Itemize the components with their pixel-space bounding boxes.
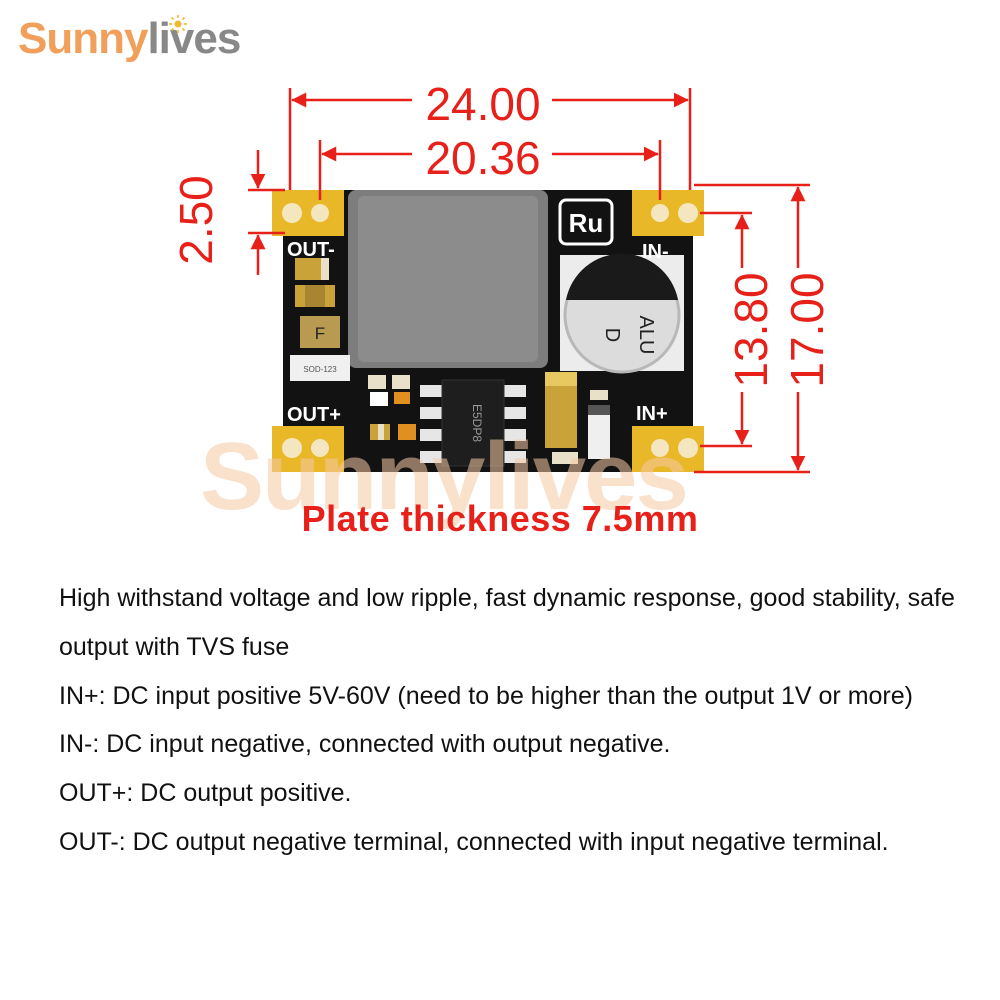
dim-pad-offset-value: 2.50 <box>170 175 222 265</box>
dim-pad-vertical-span <box>700 211 752 448</box>
ru-logo: Ru <box>569 208 604 238</box>
logo-text-part2: lives <box>147 14 241 63</box>
description-line: OUT+: DC output positive. <box>59 779 352 808</box>
label-in-plus: IN+ <box>636 403 668 425</box>
dim-pad-vertical-span-value: 13.80 <box>725 272 777 387</box>
description-line: High withstand voltage and low ripple, f… <box>59 584 955 661</box>
label-in-minus: IN- <box>642 241 669 263</box>
description-line: IN+: DC input positive 5V-60V (need to b… <box>59 681 913 710</box>
dim-overall-width-value: 24.00 <box>425 78 540 130</box>
description: High withstand voltage and low ripple, f… <box>59 574 979 867</box>
resistor <box>295 258 321 280</box>
tvs-diode <box>290 355 350 381</box>
label-out-minus: OUT- <box>287 239 335 261</box>
pad-in-plus <box>632 426 704 472</box>
logo-text-part1: Sunny <box>18 14 148 63</box>
dim-pad-span <box>318 140 662 200</box>
ru-logo-box <box>558 198 614 246</box>
dim-overall-height <box>694 183 810 474</box>
dim-overall-width <box>288 88 692 190</box>
cap-text-d: D <box>601 328 623 342</box>
dim-overall-height-value: 17.00 <box>781 272 833 387</box>
fuse-label: F <box>315 324 325 343</box>
label-out-plus: OUT+ <box>287 404 341 426</box>
board-diagram: F SOD-123 E5DP8 Ru ALU D OUT- OUT+ IN- I… <box>170 78 833 474</box>
description-line: IN-: DC input negative, connected with o… <box>59 730 671 759</box>
dim-pad-span-value: 20.36 <box>425 132 540 184</box>
pad-out-minus <box>272 190 344 236</box>
regulator-chip: E5DP8 <box>420 379 526 467</box>
brand-logo: Sunnylives <box>18 14 241 64</box>
diode-right <box>588 405 610 459</box>
plate-thickness-note: Plate thickness 7.5mm <box>301 498 699 539</box>
description-line: OUT-: DC output negative terminal, conne… <box>59 827 889 856</box>
diode-label: SOD-123 <box>303 365 337 374</box>
watermark: Sunnylives <box>200 423 689 530</box>
cap-text-alu: ALU <box>635 316 657 355</box>
chip-label: E5DP8 <box>470 404 484 442</box>
sun-icon <box>169 15 187 33</box>
dim-pad-offset <box>248 150 285 275</box>
fuse-component <box>300 316 340 348</box>
pad-in-minus <box>632 190 704 236</box>
pad-out-plus <box>272 426 344 472</box>
